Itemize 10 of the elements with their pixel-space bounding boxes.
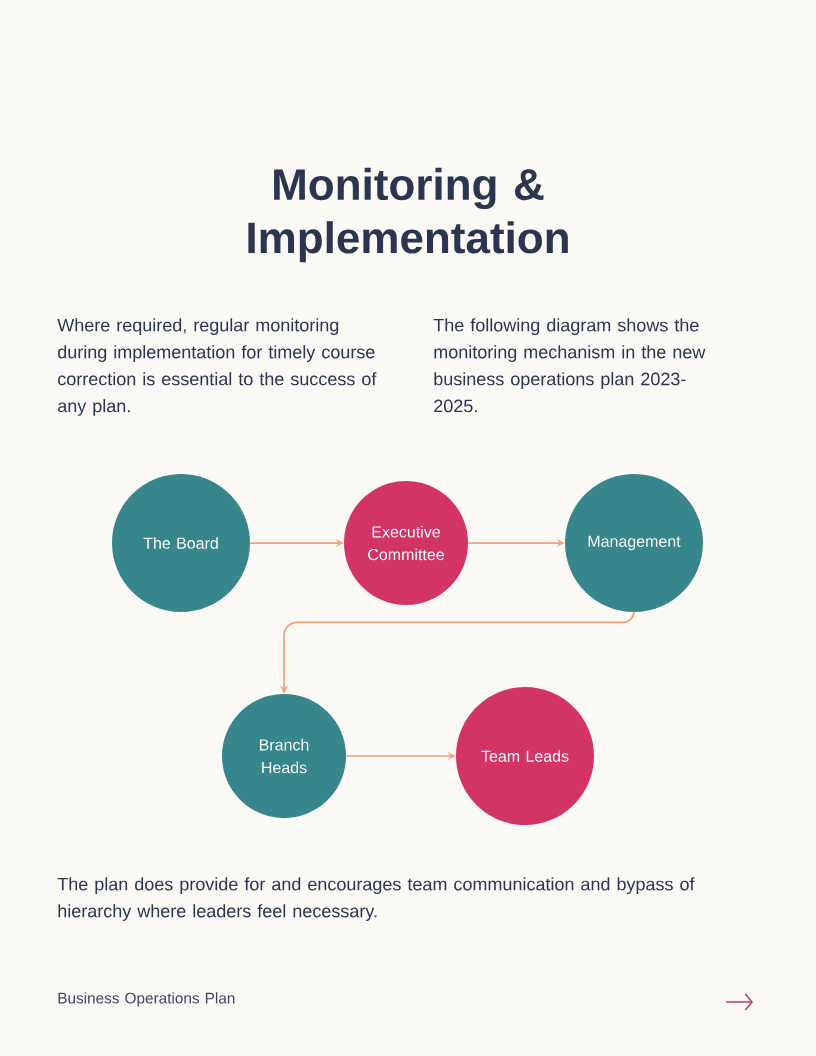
circle-node: Executive Committee (344, 481, 468, 605)
paragraph: The following diagram shows the monitoring mechanism in the new business operations plan 2023-2025. (433, 318, 706, 413)
paragraph: Business Operations Plan (58, 992, 235, 1007)
circle-node: Management (565, 474, 703, 612)
circle-node: Team Leads (456, 687, 594, 825)
circle-node: Branch Heads (222, 694, 346, 818)
circle-node: The Board (112, 474, 250, 612)
title: Monitoring & Implementation (248, 167, 568, 263)
paragraph: The plan does provide for and encourages team communication and bypass of hierarchy where leaders feel necessary. (57, 877, 695, 921)
paragraph: Where required, regular monitoring during implementation for timely course correction is essential to the success of any plan. (57, 318, 377, 416)
